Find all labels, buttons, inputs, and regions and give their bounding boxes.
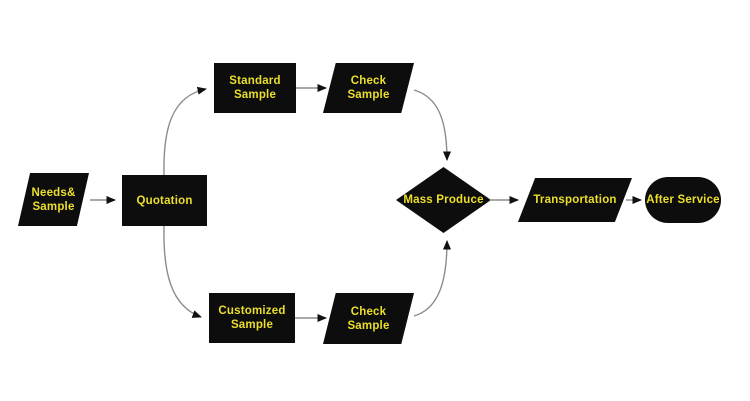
node-label-line: Sample	[32, 200, 75, 213]
flowchart-node-after-service: After Service	[645, 177, 721, 223]
arrow-checktop-to-mass	[413, 89, 451, 161]
node-label-line: Sample	[347, 89, 390, 101]
node-label-line: After Service	[646, 194, 720, 206]
node-label-line: Mass Produce	[403, 194, 484, 206]
node-label-line: Transportation	[533, 194, 617, 206]
node-label: Quotation	[136, 194, 192, 208]
node-label-line: Check	[350, 305, 387, 318]
flowchart-node-check-sample-bottom: Check Sample	[323, 293, 414, 344]
node-label: Transportation	[533, 193, 616, 207]
node-label: Standard Sample	[229, 74, 280, 102]
flowchart-node-quotation: Quotation	[122, 175, 207, 226]
flowchart-node-customized-sample: Customized Sample	[209, 293, 295, 343]
node-label-line: Needs&	[31, 186, 76, 199]
node-label-line: Standard	[229, 75, 281, 87]
node-label-line: Sample	[230, 319, 274, 331]
node-label: Check Sample	[347, 74, 389, 102]
arrow-quotation-to-customized	[163, 225, 202, 318]
node-label: Needs& Sample	[31, 186, 75, 214]
node-label-line: Check	[350, 75, 387, 87]
flowchart-node-standard-sample: Standard Sample	[214, 63, 296, 113]
node-label-line: Quotation	[136, 194, 193, 207]
flowchart-node-needs-sample: Needs& Sample	[18, 173, 89, 226]
node-label-line: Sample	[347, 319, 390, 332]
node-label: After Service	[646, 193, 720, 207]
node-label: Customized Sample	[218, 304, 285, 332]
node-label: Mass Produce	[403, 193, 483, 207]
arrow-quotation-to-standard	[163, 86, 207, 176]
node-label-line: Customized	[218, 305, 286, 317]
flowchart-node-transportation: Transportation	[518, 178, 632, 222]
flowchart-node-check-sample-top: Check Sample	[323, 63, 414, 113]
node-label: Check Sample	[347, 305, 389, 333]
node-label-line: Sample	[233, 89, 277, 101]
arrow-checkbottom-to-mass	[413, 240, 451, 317]
